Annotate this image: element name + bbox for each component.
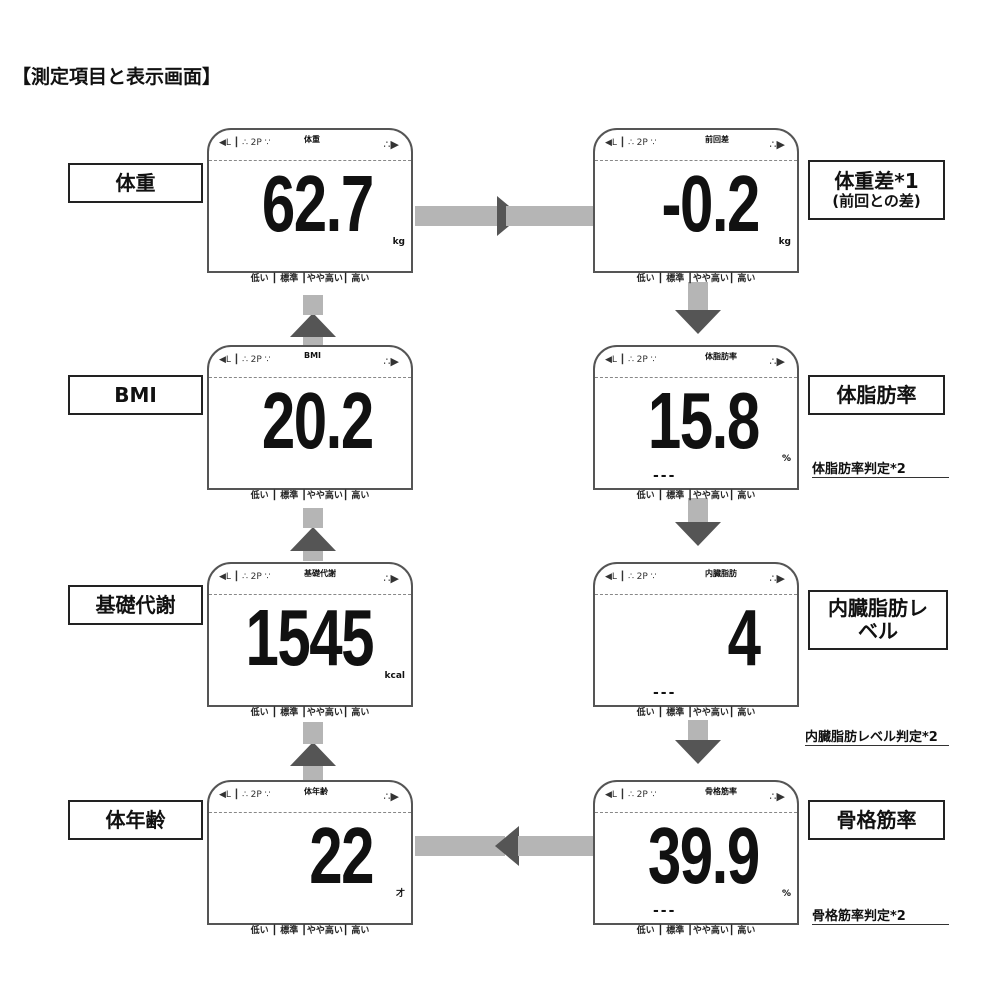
arrow-down-icon	[675, 522, 721, 546]
judge-marker: ---	[653, 903, 677, 919]
arrow-bar	[688, 720, 708, 744]
arrow-bar	[688, 282, 708, 312]
display-value: 1545	[245, 593, 375, 682]
item-label: 体年齢	[105, 807, 166, 832]
item-label: 体重差*1	[834, 168, 919, 193]
indicator: ◀L ┃ ∴ 2P ∵	[605, 138, 657, 148]
indicator: ◀L ┃ ∴ 2P ∵	[219, 138, 271, 148]
lcd-display: ◀L ┃ ∴ 2P ∵ ∴▶ 体脂肪率 15.8 % ---	[593, 345, 799, 490]
judge-label: 体脂肪率判定*2	[812, 458, 949, 478]
arrow-up-icon	[290, 313, 336, 337]
display-value: -0.2	[661, 159, 761, 248]
display-value: 39.9	[648, 811, 760, 900]
display-value: 62.7	[262, 159, 374, 248]
display-item-label: 体年齢	[304, 787, 328, 796]
indicator: ◀L ┃ ∴ 2P ∵	[219, 790, 271, 800]
lcd-display: ◀L ┃ ∴ 2P ∵ ∴▶ BMI 20.2	[207, 345, 413, 490]
item-label: 内臓脂肪レベル	[828, 596, 928, 643]
scale-labels: 低い ┃ 標準 ┃やや高い┃ 高い	[636, 708, 756, 718]
display-value: 22	[309, 811, 374, 900]
scale-labels: 低い ┃ 標準 ┃やや高い┃ 高い	[250, 708, 370, 718]
item-label: 基礎代謝	[95, 592, 176, 617]
item-label: 骨格筋率	[836, 807, 917, 832]
indicator-right: ∴▶	[383, 355, 399, 368]
scale-labels: 低い ┃ 標準 ┃やや高い┃ 高い	[250, 491, 370, 501]
indicator-right: ∴▶	[769, 790, 785, 803]
display-unit: kg	[778, 237, 791, 247]
indicator-right: ∴▶	[383, 572, 399, 585]
arrow-bar	[303, 766, 323, 780]
arrow-bar	[506, 206, 594, 226]
indicator-right: ∴▶	[769, 138, 785, 151]
arrow-left-icon	[495, 826, 519, 866]
display-item-label: 内臓脂肪	[705, 569, 737, 578]
judge-label: 骨格筋率判定*2	[812, 905, 949, 925]
indicator-right: ∴▶	[383, 138, 399, 151]
lcd-display: ◀L ┃ ∴ 2P ∵ ∴▶ 体年齢 22 才	[207, 780, 413, 925]
scale-labels: 低い ┃ 標準 ┃やや高い┃ 高い	[250, 274, 370, 284]
indicator: ◀L ┃ ∴ 2P ∵	[605, 790, 657, 800]
judge-marker: ---	[653, 468, 677, 484]
arrow-bar	[303, 551, 323, 561]
display-unit: 才	[395, 889, 405, 899]
arrow-bar	[303, 337, 323, 345]
lcd-display: ◀L ┃ ∴ 2P ∵ ∴▶ 体重 62.7 kg	[207, 128, 413, 273]
item-label-box: 内臓脂肪レベル	[808, 590, 948, 650]
display-item-label: 体重	[304, 135, 320, 144]
arrow-bar	[415, 206, 505, 226]
indicator: ◀L ┃ ∴ 2P ∵	[219, 355, 271, 365]
arrow-bar	[688, 498, 708, 526]
lcd-display: ◀L ┃ ∴ 2P ∵ ∴▶ 内臓脂肪 4 ---	[593, 562, 799, 707]
item-label-box: 体脂肪率	[808, 375, 945, 415]
display-value: 15.8	[648, 376, 760, 465]
display-item-label: 骨格筋率	[705, 787, 737, 796]
indicator: ◀L ┃ ∴ 2P ∵	[605, 355, 657, 365]
arrow-bar	[303, 295, 323, 315]
indicator: ◀L ┃ ∴ 2P ∵	[605, 572, 657, 582]
lcd-display: ◀L ┃ ∴ 2P ∵ ∴▶ 骨格筋率 39.9 % ---	[593, 780, 799, 925]
item-label-box: BMI	[68, 375, 203, 415]
display-item-label: 基礎代謝	[304, 569, 336, 578]
scale-labels: 低い ┃ 標準 ┃やや高い┃ 高い	[250, 926, 370, 936]
display-value: 20.2	[262, 376, 374, 465]
display-unit: %	[781, 454, 791, 464]
arrow-bar	[415, 836, 505, 856]
scale-labels: 低い ┃ 標準 ┃やや高い┃ 高い	[636, 491, 756, 501]
display-item-label: 体脂肪率	[705, 352, 737, 361]
display-unit: kcal	[384, 671, 405, 681]
item-label: 体脂肪率	[836, 382, 917, 407]
arrow-up-icon	[290, 742, 336, 766]
display-unit: kg	[392, 237, 405, 247]
page-title: 【測定項目と表示画面】	[12, 66, 222, 88]
display-unit: %	[781, 889, 791, 899]
indicator-right: ∴▶	[769, 355, 785, 368]
arrow-down-icon	[675, 740, 721, 764]
item-label-box: 体重差*1(前回との差)	[808, 160, 945, 220]
indicator-right: ∴▶	[383, 790, 399, 803]
arrow-up-icon	[290, 527, 336, 551]
item-label-box: 体重	[68, 163, 203, 203]
scale-labels: 低い ┃ 標準 ┃やや高い┃ 高い	[636, 274, 756, 284]
arrow-bar	[303, 508, 323, 528]
indicator-right: ∴▶	[769, 572, 785, 585]
judge-marker: ---	[653, 685, 677, 701]
item-label-box: 基礎代謝	[68, 585, 203, 625]
item-label: BMI	[114, 382, 157, 407]
lcd-display: ◀L ┃ ∴ 2P ∵ ∴▶ 基礎代謝 1545 kcal	[207, 562, 413, 707]
item-label-box: 骨格筋率	[808, 800, 945, 840]
judge-label: 内臓脂肪レベル判定*2	[805, 726, 949, 746]
arrow-down-icon	[675, 310, 721, 334]
item-label: 体重	[115, 170, 156, 195]
display-item-label: BMI	[304, 351, 322, 360]
lcd-display: ◀L ┃ ∴ 2P ∵ ∴▶ 前回差 -0.2 kg	[593, 128, 799, 273]
item-label-box: 体年齢	[68, 800, 203, 840]
item-sublabel: (前回との差)	[832, 191, 921, 210]
arrow-bar	[303, 722, 323, 744]
display-item-label: 前回差	[705, 135, 729, 144]
arrow-bar	[518, 836, 594, 856]
scale-labels: 低い ┃ 標準 ┃やや高い┃ 高い	[636, 926, 756, 936]
indicator: ◀L ┃ ∴ 2P ∵	[219, 572, 271, 582]
display-value: 4	[727, 593, 760, 682]
